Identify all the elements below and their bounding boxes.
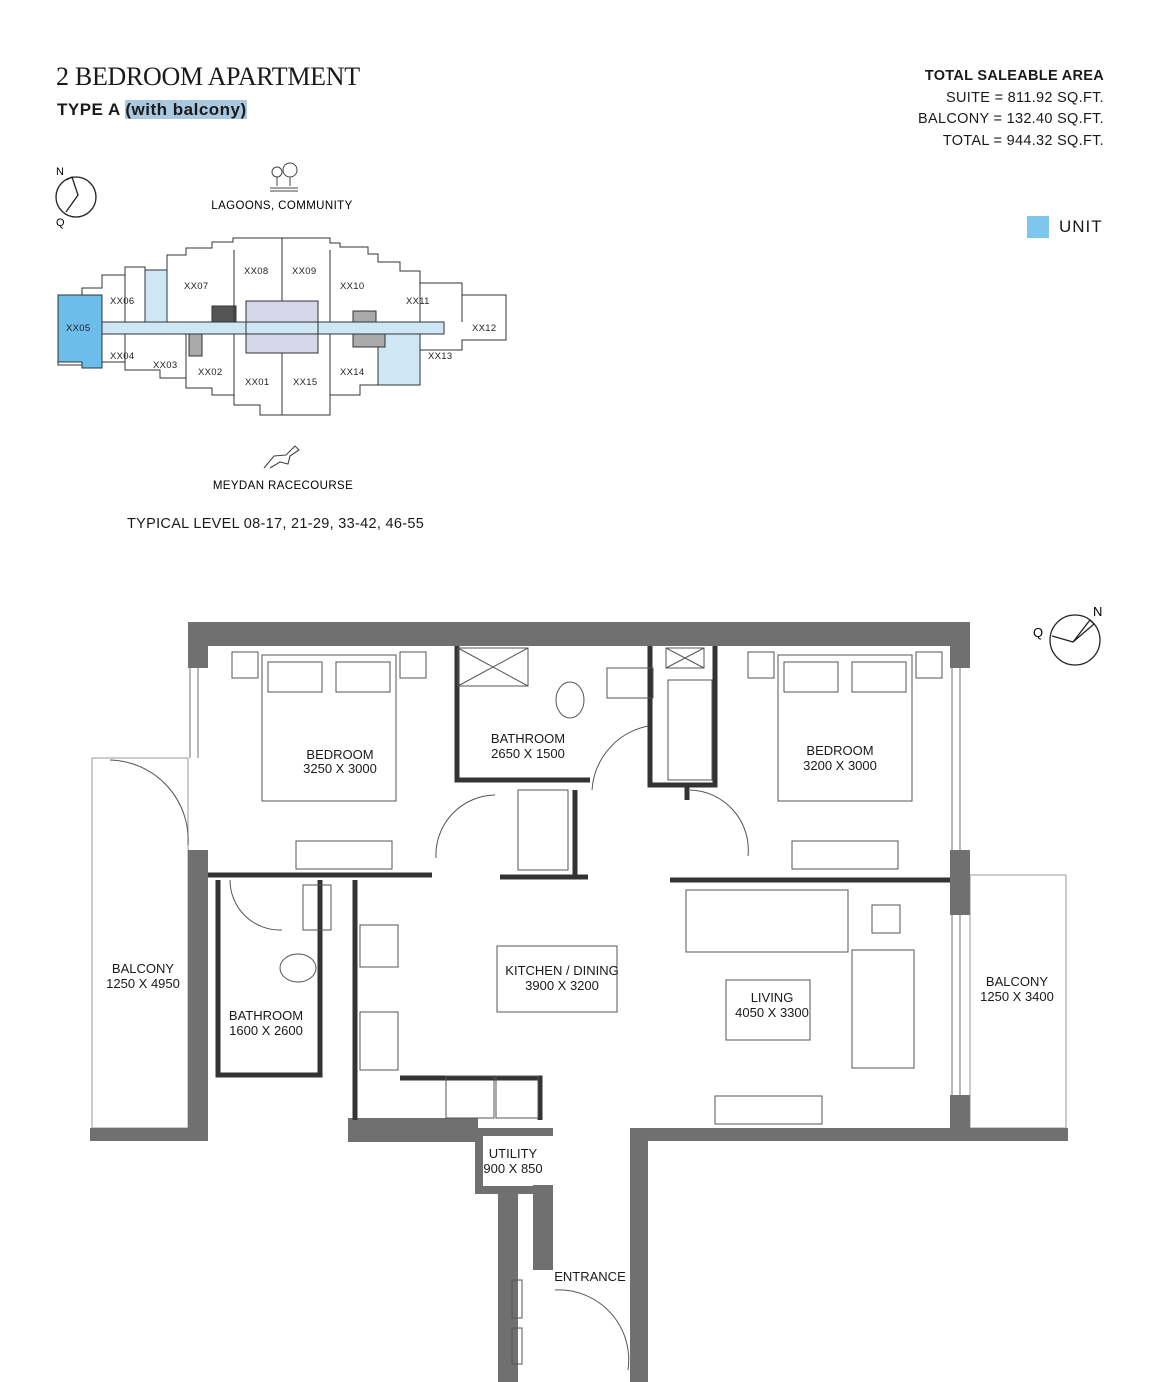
typical-levels: TYPICAL LEVEL 08-17, 21-29, 33-42, 46-55 — [127, 516, 425, 532]
page-title: 2 BEDROOM APARTMENT — [56, 62, 360, 91]
room-utility-dims: 900 X 850 — [483, 1161, 542, 1176]
horse-icon — [263, 445, 300, 469]
building-outline — [57, 237, 507, 416]
room-utility-name: UTILITY — [489, 1146, 538, 1161]
key-plan: N Q LAGOONS, COMMUNITY XX05 XX06 XX07 XX… — [55, 162, 507, 492]
room-bedroom-1-name: BEDROOM — [306, 747, 373, 762]
room-bedroom-2-name: BEDROOM — [806, 743, 873, 758]
area-balcony: BALCONY = 132.40 SQ.FT. — [918, 111, 1104, 127]
unit-xx13: XX13 — [428, 351, 452, 362]
room-bathroom-1-dims: 2650 X 1500 — [491, 746, 565, 761]
room-balcony-2-dims: 1250 X 3400 — [980, 989, 1054, 1004]
compass-n: N — [56, 166, 64, 178]
compass-icon: N Q — [55, 166, 97, 229]
unit-xx12: XX12 — [472, 323, 496, 334]
unit-xx04: XX04 — [110, 351, 134, 362]
area-total: TOTAL = 944.32 SQ.FT. — [942, 132, 1104, 149]
room-balcony-2-name: BALCONY — [986, 974, 1048, 989]
room-living-dims: 4050 X 3300 — [735, 1005, 809, 1020]
unit-xx09: XX09 — [292, 266, 316, 277]
interior-walls — [208, 646, 950, 1120]
unit-xx03: XX03 — [153, 360, 177, 371]
room-entrance-name: ENTRANCE — [554, 1269, 626, 1284]
room-kitchen-name: KITCHEN / DINING — [505, 963, 618, 978]
unit-xx07: XX07 — [184, 281, 208, 292]
room-balcony-1-dims: 1250 X 4950 — [106, 976, 180, 991]
room-bathroom-2-dims: 1600 X 2600 — [229, 1023, 303, 1038]
area-suite: SUITE = 811.92 SQ.FT. — [946, 89, 1104, 106]
balcony-right — [969, 874, 1067, 1129]
fixtures — [109, 647, 943, 1371]
type-qualifier: (with balcony) — [125, 100, 247, 119]
unit-xx05: XX05 — [66, 323, 90, 334]
balcony-left — [91, 757, 189, 1129]
unit-xx10: XX10 — [340, 281, 364, 292]
plan-compass-n: N — [1093, 604, 1102, 619]
unit-xx11: XX11 — [406, 296, 430, 307]
room-bedroom-1-dims: 3250 X 3000 — [303, 761, 377, 776]
unit-xx06: XX06 — [110, 296, 134, 307]
keyplan-bottom-label: MEYDAN RACECOURSE — [213, 480, 353, 492]
room-balcony-1-name: BALCONY — [112, 961, 174, 976]
room-kitchen-dims: 3900 X 3200 — [525, 978, 599, 993]
plan-compass-icon: N Q — [1033, 604, 1102, 666]
keyplan-top-label: LAGOONS, COMMUNITY — [211, 200, 352, 212]
area-heading: TOTAL SALEABLE AREA — [924, 68, 1104, 84]
compass-q: Q — [56, 217, 65, 229]
windows — [189, 668, 961, 1095]
unit-type: TYPE A (with balcony) — [57, 100, 247, 120]
unit-xx01: XX01 — [245, 377, 269, 388]
legend-swatch — [1027, 216, 1049, 238]
unit-xx15: XX15 — [293, 377, 317, 388]
trees-icon — [270, 162, 298, 192]
type-label: TYPE A — [57, 100, 121, 119]
unit-xx02: XX02 — [198, 367, 222, 378]
walls — [90, 622, 1068, 1382]
unit-xx08: XX08 — [244, 266, 268, 277]
area-summary: TOTAL SALEABLE AREA SUITE = 811.92 SQ.FT… — [918, 66, 1104, 152]
legend-label: UNIT — [1059, 217, 1103, 236]
room-bathroom-2-name: BATHROOM — [229, 1008, 303, 1023]
unit-xx14: XX14 — [340, 367, 364, 378]
room-bedroom-2-dims: 3200 X 3000 — [803, 758, 877, 773]
plan-compass-q: Q — [1033, 625, 1043, 640]
room-living-name: LIVING — [751, 990, 794, 1005]
room-bathroom-1-name: BATHROOM — [491, 731, 565, 746]
legend: UNIT — [1027, 216, 1103, 238]
